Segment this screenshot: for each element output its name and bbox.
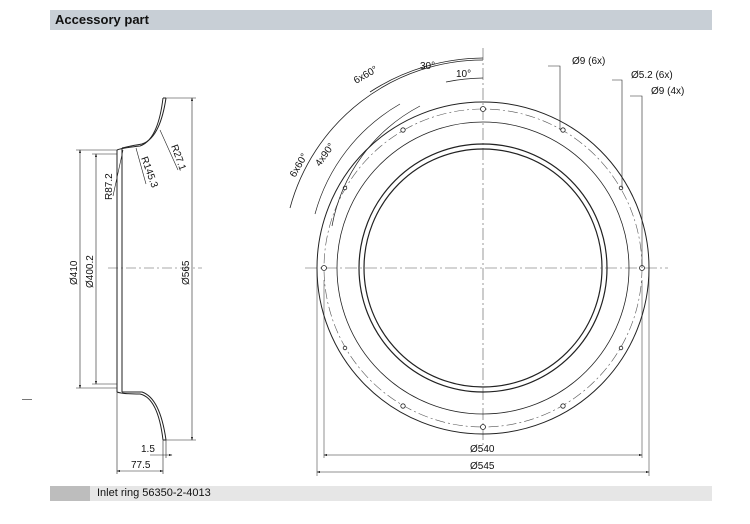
diameter-label-545: Ø545: [470, 461, 495, 472]
arc-30: [369, 57, 484, 93]
inlet-inner: [363, 148, 603, 388]
profile-flare-bottom: [116, 391, 164, 441]
front-view: [289, 48, 668, 476]
angle-label-4x90: 4x90°: [313, 141, 337, 168]
hole-label-9-6x: Ø9 (6x): [572, 56, 605, 67]
radius-label-r87: R87.2: [104, 173, 115, 200]
flange-inner-edge: [336, 121, 630, 415]
radius-label-r27: R27.1: [168, 143, 188, 172]
diameter-label-540: Ø540: [470, 444, 495, 455]
arc-4x90: [331, 105, 421, 227]
side-view: [76, 97, 202, 474]
radius-label-r145: R145.3: [138, 155, 160, 189]
profile-flare-top: [116, 97, 164, 151]
diameter-label-400: Ø400.2: [85, 255, 96, 288]
leader-9-6x: [548, 65, 561, 130]
hole-label-9-4x: Ø9 (4x): [651, 86, 684, 97]
leader-5-2-6x: [612, 79, 623, 188]
width-label-1-5: 1.5: [141, 444, 155, 455]
angle-label-6x60-top: 6x60°: [352, 64, 380, 86]
angle-label-10: 10°: [456, 69, 471, 80]
arc-6x60-inner: [314, 103, 401, 215]
arc-10: [445, 77, 484, 83]
width-label-77-5: 77.5: [131, 460, 151, 471]
profile-flare-bottom-outer: [122, 391, 167, 441]
hole-label-5-2-6x: Ø5.2 (6x): [631, 70, 673, 81]
footer-swatch: [50, 486, 90, 501]
footer-bar: Inlet ring 56350-2-4013: [50, 486, 712, 501]
inlet-outer: [358, 143, 608, 393]
mounting-holes: [321, 106, 645, 430]
arc-6x60-outer: [289, 59, 484, 209]
angle-label-30: 30°: [420, 61, 435, 72]
leader-9-4x: [630, 95, 643, 268]
profile-flare-top-outer: [121, 97, 167, 149]
margin-mark: [22, 399, 32, 400]
section-title: Accessory part: [55, 12, 149, 27]
footer-caption: Inlet ring 56350-2-4013: [97, 487, 211, 499]
diameter-label-565: Ø565: [181, 260, 192, 285]
header-bar: Accessory part: [50, 10, 712, 30]
diameter-label-410: Ø410: [69, 260, 80, 285]
